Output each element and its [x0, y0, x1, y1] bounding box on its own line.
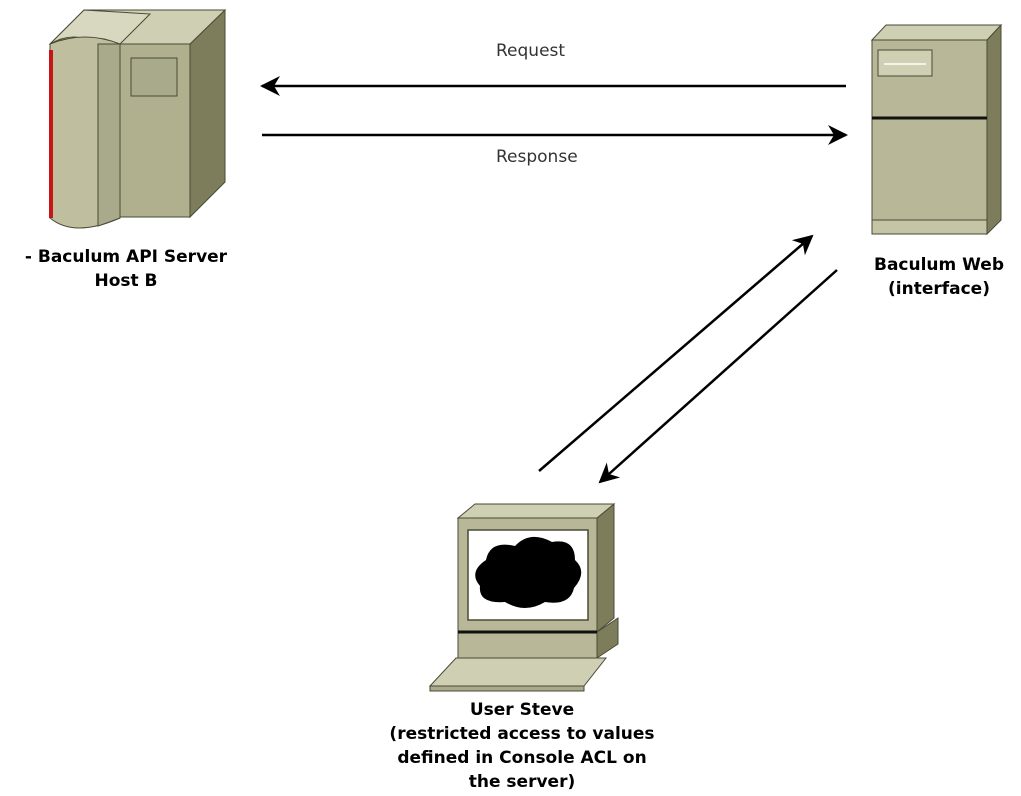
user-label-line-2: (restricted access to values: [389, 724, 655, 744]
user-to-web-arrow: [538, 234, 814, 472]
web-interface-label: Baculum Web (interface): [858, 253, 1020, 301]
user-label: User Steve (restricted access to values …: [352, 698, 692, 794]
response-label: Response: [496, 147, 578, 167]
api-server-icon: [48, 8, 227, 229]
user-label-line-1: User Steve: [469, 700, 575, 720]
api-server-label-line-1: - Baculum API Server: [24, 247, 228, 267]
user-label-line-3: defined in Console ACL on: [397, 748, 647, 768]
web-label-line-1: Baculum Web: [873, 255, 1004, 275]
web-label-line-2: (interface): [888, 279, 990, 299]
web-to-user-arrow: [598, 269, 838, 484]
web-server-icon: [870, 23, 1003, 236]
user-label-line-4: the server): [468, 772, 576, 792]
api-server-label: - Baculum API Server Host B: [2, 245, 250, 293]
request-label: Request: [496, 41, 566, 61]
workstation-icon: [428, 502, 619, 692]
api-server-label-line-2: Host B: [94, 271, 158, 291]
